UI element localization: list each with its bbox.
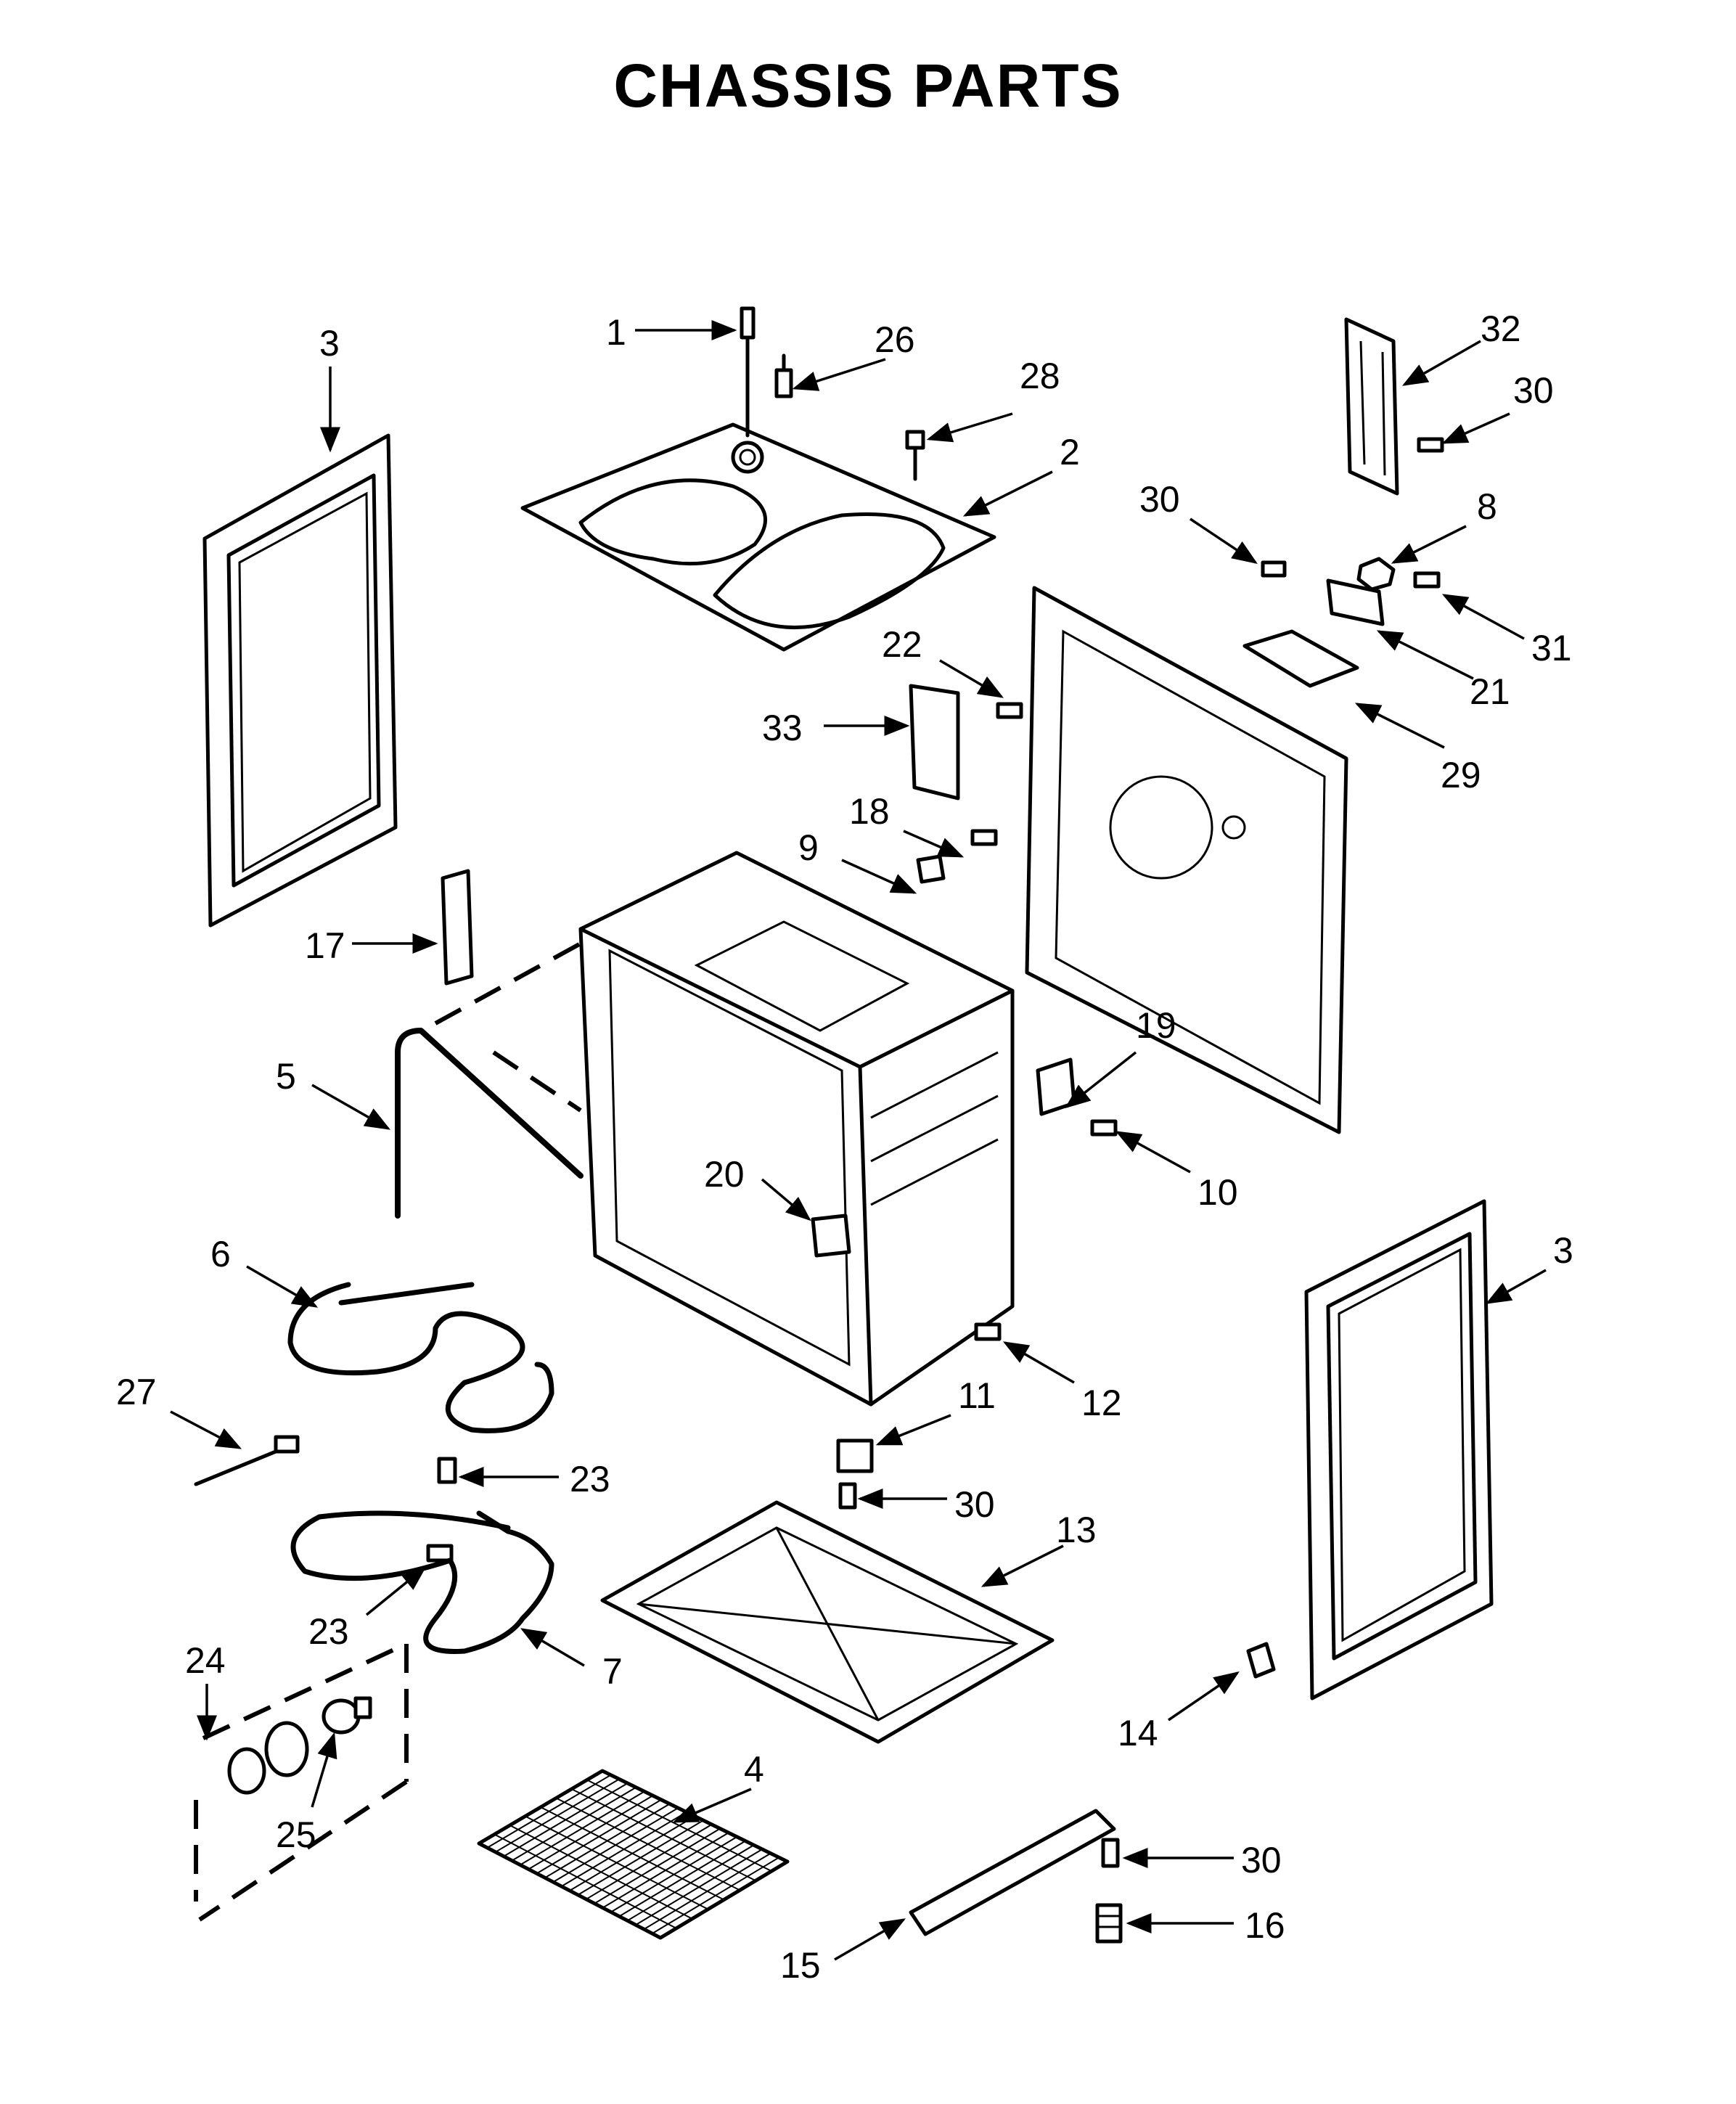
callout-8: 8 bbox=[1477, 486, 1497, 527]
clip-14 bbox=[1246, 1642, 1276, 1679]
dash-line-5a bbox=[434, 941, 582, 1026]
oven-cavity bbox=[578, 851, 1015, 1407]
callout-21: 21 bbox=[1470, 671, 1510, 712]
screw-18 bbox=[970, 829, 998, 846]
side-panel-right bbox=[1304, 1199, 1494, 1700]
callout-26: 26 bbox=[875, 319, 915, 360]
callout-31: 31 bbox=[1531, 628, 1572, 668]
callout-3-right: 3 bbox=[1553, 1230, 1573, 1271]
callout-9: 9 bbox=[798, 827, 819, 868]
top-plate bbox=[520, 422, 996, 652]
callout-3-left: 3 bbox=[319, 323, 340, 364]
broil-element-6 bbox=[287, 1282, 554, 1433]
callout-16: 16 bbox=[1245, 1905, 1285, 1946]
callout-23-a: 23 bbox=[570, 1459, 610, 1499]
rack-wire bbox=[586, 1779, 772, 1872]
drawer-pan-13 bbox=[600, 1500, 1055, 1744]
rack-wire bbox=[509, 1825, 693, 1920]
bracket-17 bbox=[441, 869, 474, 986]
bulb-25 bbox=[322, 1696, 372, 1735]
callout-13: 13 bbox=[1056, 1510, 1097, 1550]
screw-23-b bbox=[426, 1544, 454, 1563]
callout-4: 4 bbox=[744, 1749, 764, 1790]
callout-30-c: 30 bbox=[954, 1484, 995, 1525]
callout-30-d: 30 bbox=[1241, 1840, 1282, 1880]
callout-22: 22 bbox=[882, 624, 922, 665]
screw-30-d bbox=[1101, 1838, 1120, 1868]
callout-14: 14 bbox=[1118, 1713, 1158, 1753]
dash-24-bottom bbox=[198, 1780, 408, 1922]
clip-20 bbox=[811, 1213, 851, 1258]
nut-8 bbox=[1356, 557, 1396, 592]
bracket-32 bbox=[1344, 317, 1399, 496]
rack-wire bbox=[494, 1833, 677, 1929]
callout-17: 17 bbox=[305, 925, 345, 966]
screw-10 bbox=[1090, 1119, 1118, 1137]
callout-30-b: 30 bbox=[1139, 479, 1180, 520]
callout-24: 24 bbox=[185, 1640, 226, 1681]
callout-12: 12 bbox=[1081, 1383, 1122, 1423]
callout-7: 7 bbox=[602, 1651, 623, 1692]
callout-20: 20 bbox=[704, 1154, 745, 1195]
callout-6: 6 bbox=[210, 1234, 231, 1274]
callout-15: 15 bbox=[780, 1945, 821, 1986]
screw-12 bbox=[974, 1322, 1002, 1341]
gasket-5 bbox=[395, 1028, 584, 1219]
screw-23-a bbox=[437, 1457, 457, 1484]
screw-31 bbox=[1413, 571, 1441, 589]
diagram-title: CHASSIS PARTS bbox=[613, 52, 1123, 120]
callout-18: 18 bbox=[849, 791, 890, 832]
rack-wire bbox=[525, 1815, 709, 1910]
callout-labels: 1 2 3 3 4 5 6 7 8 9 10 11 12 13 14 15 16… bbox=[116, 308, 1573, 1986]
sensor-27 bbox=[194, 1435, 300, 1486]
rail-29 bbox=[1242, 629, 1359, 688]
rack-wire bbox=[571, 1788, 756, 1882]
side-panel-left bbox=[202, 433, 398, 928]
bracket-33 bbox=[909, 684, 960, 801]
clip-9 bbox=[916, 854, 946, 884]
bracket-21 bbox=[1326, 578, 1385, 626]
bake-element-7 bbox=[290, 1510, 554, 1654]
callout-19: 19 bbox=[1136, 1005, 1176, 1046]
callout-29: 29 bbox=[1441, 755, 1481, 795]
leveling-leg-16 bbox=[1095, 1903, 1123, 1944]
callout-27: 27 bbox=[116, 1372, 157, 1412]
screw-26 bbox=[774, 353, 793, 398]
dash-line-5b bbox=[492, 1050, 582, 1113]
callout-11: 11 bbox=[958, 1375, 996, 1416]
callout-1: 1 bbox=[606, 312, 626, 353]
leader-arrows bbox=[170, 320, 1547, 1961]
back-panel bbox=[1025, 586, 1348, 1134]
rack-wire bbox=[555, 1797, 740, 1891]
callout-5: 5 bbox=[276, 1056, 296, 1097]
screw-28 bbox=[905, 430, 925, 481]
screw-30-a bbox=[1417, 437, 1444, 453]
dash-24-top bbox=[202, 1642, 408, 1740]
pin-part bbox=[740, 306, 756, 438]
screw-30-c bbox=[838, 1482, 857, 1510]
callout-2: 2 bbox=[1060, 432, 1080, 472]
callout-32: 32 bbox=[1481, 308, 1521, 349]
rack-wire bbox=[540, 1806, 724, 1901]
switch-11 bbox=[836, 1438, 874, 1473]
oven-rack-4 bbox=[477, 1769, 790, 1940]
callout-30-a: 30 bbox=[1513, 370, 1554, 411]
rail-15 bbox=[909, 1809, 1116, 1936]
callout-28: 28 bbox=[1020, 356, 1060, 396]
callout-23-b: 23 bbox=[308, 1611, 349, 1652]
knob-24 bbox=[227, 1721, 309, 1795]
screw-22 bbox=[996, 702, 1023, 719]
callout-10: 10 bbox=[1197, 1172, 1238, 1213]
callout-33: 33 bbox=[762, 708, 803, 748]
callout-25: 25 bbox=[276, 1814, 316, 1855]
screw-30-b bbox=[1261, 560, 1287, 578]
